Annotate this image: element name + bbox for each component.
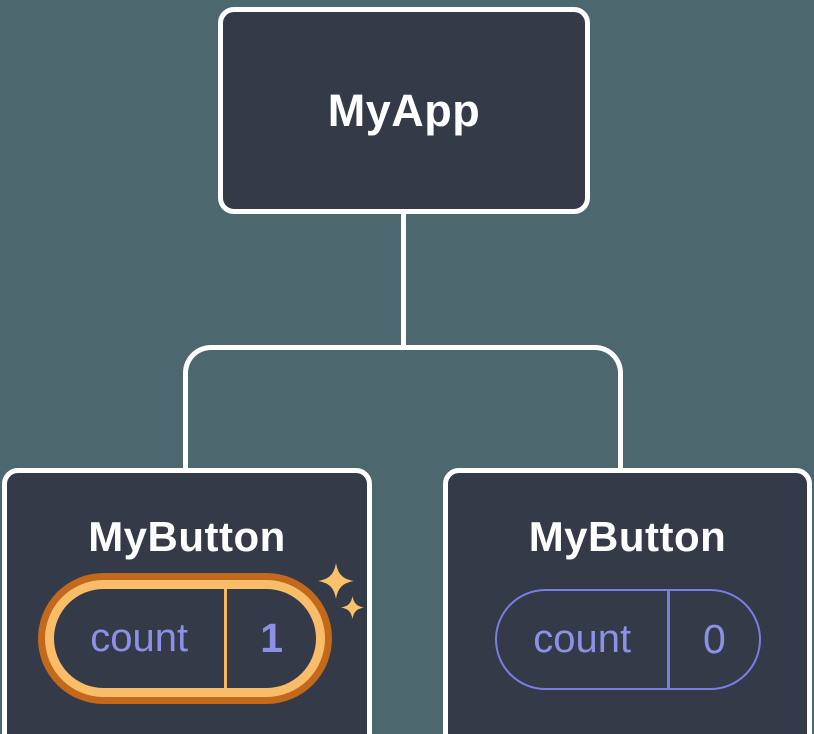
state-pill: count 0 xyxy=(495,589,761,690)
state-pill-highlighted: count 1 xyxy=(38,573,332,704)
state-pill-divider xyxy=(224,589,228,688)
sparkle-icon xyxy=(318,563,354,599)
node-myapp-label: MyApp xyxy=(327,84,481,136)
state-name: count xyxy=(90,616,189,660)
node-myapp: MyApp xyxy=(218,7,590,214)
node-mybutton-left: MyButton count 1 xyxy=(2,468,372,734)
connector-branch-bracket xyxy=(183,345,623,476)
state-value: 1 xyxy=(260,615,284,661)
sparkle-icon xyxy=(341,596,364,619)
state-pill-body: count 1 xyxy=(54,589,316,688)
node-mybutton-right: MyButton count 0 xyxy=(443,468,812,734)
state-pill-highlight-ring: count 1 xyxy=(45,580,325,697)
node-mybutton-left-label: MyButton xyxy=(88,513,286,560)
node-mybutton-right-label: MyButton xyxy=(528,513,727,560)
connector-root-stem xyxy=(401,214,406,345)
state-value: 0 xyxy=(702,616,726,662)
state-name: count xyxy=(533,617,632,661)
state-pill-divider xyxy=(667,591,670,688)
